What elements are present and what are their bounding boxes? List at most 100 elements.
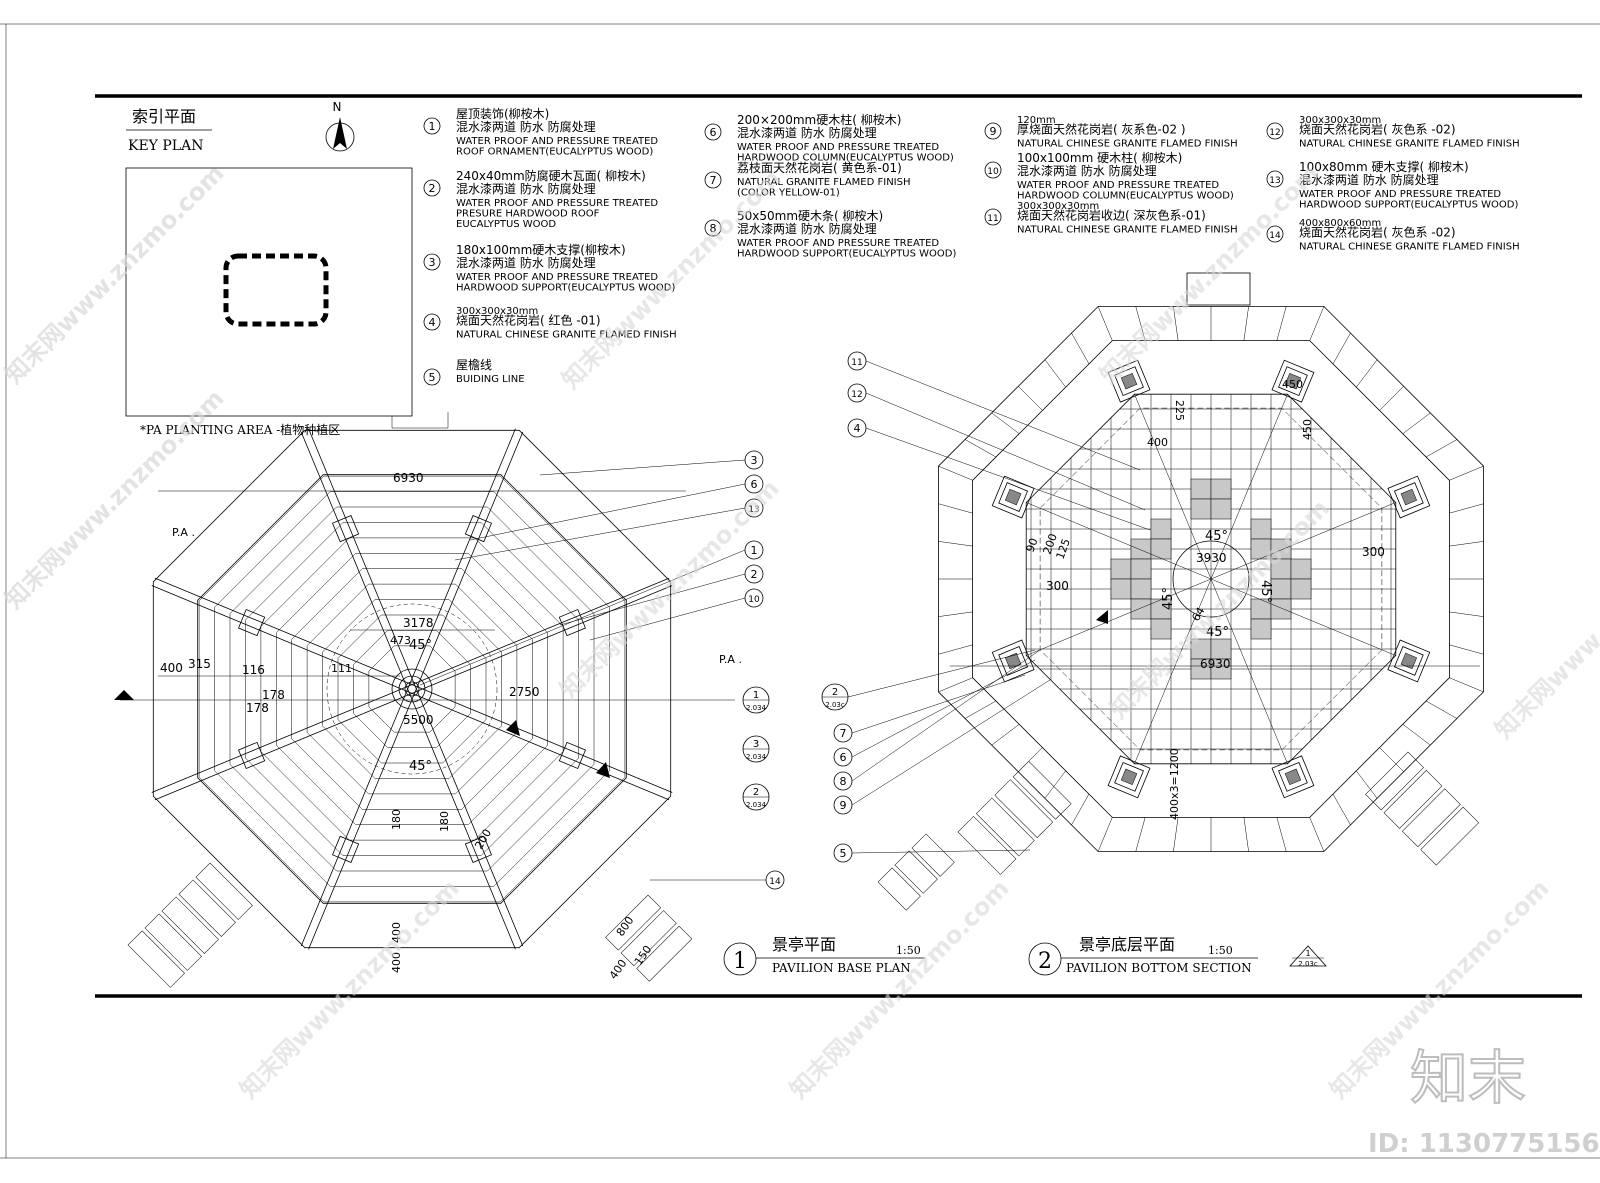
- callout-6: 6: [833, 659, 1036, 767]
- note-line: WATER PROOF AND PRESSURE TREATED: [1017, 180, 1219, 191]
- roof-ridge-line: [407, 690, 516, 950]
- note-line: HARDWOOD SUPPORT(EUCALYPTUS WOOD): [1299, 200, 1518, 211]
- svg-text:1: 1: [1305, 949, 1310, 958]
- column-base: [1107, 359, 1151, 403]
- dim-400-c: 400: [607, 957, 630, 982]
- roof-ornament: [391, 668, 433, 710]
- roof-ridge-line: [410, 577, 670, 686]
- svg-text:6: 6: [751, 478, 758, 491]
- note-number: 1: [429, 120, 436, 133]
- note-line: NATURAL CHINESE GRANITE FLAMED FINISH: [1299, 139, 1520, 150]
- key-plan-title-en: KEY PLAN: [128, 138, 203, 154]
- callout-13: 13: [454, 498, 764, 561]
- note-line: 混水漆两道 防水 防腐处理: [1017, 163, 1157, 178]
- column-base: [991, 475, 1035, 519]
- plan2-title-block: 2 景亭底层平面 1:50 PAVILION BOTTOM SECTION 1 …: [1028, 935, 1327, 976]
- column-base: [1271, 359, 1315, 403]
- note-number: 2: [429, 182, 436, 195]
- dim-111: 111: [331, 662, 352, 675]
- section-triangle-icon: 1 2.03c: [1289, 945, 1327, 968]
- roof-ridge-line: [300, 431, 409, 691]
- note-line: HARDWOOD SUPPORT(EUCALYPTUS WOOD): [737, 249, 956, 260]
- note-line: 烧面天然花岗岩( 灰色系 -02): [1299, 225, 1456, 240]
- note-line: 烧面天然花岗岩( 灰色系 -02): [1299, 122, 1456, 137]
- note-line: NATURAL GRANITE FLAMED FINISH: [737, 177, 911, 188]
- dim-200: 200: [472, 827, 494, 852]
- radial-line: [1210, 502, 1396, 580]
- column-square: [331, 515, 360, 543]
- note-line: 100x100mm 硬木柱( 柳桉木): [1017, 150, 1182, 165]
- note-line: 屋檐线: [456, 358, 492, 372]
- dim-180: 180: [390, 809, 403, 830]
- roof-slat-ring: [353, 630, 471, 748]
- dim-64: 64: [1189, 605, 1207, 624]
- plan2-number: 2: [1038, 949, 1052, 974]
- dim-2750: 2750: [509, 685, 540, 699]
- note-number-circle: [704, 123, 722, 141]
- svg-text:1: 1: [751, 544, 758, 557]
- dim-400-b: 400: [390, 952, 403, 973]
- svg-text:N: N: [333, 100, 342, 114]
- callout-6: 6: [469, 474, 764, 541]
- callout-2: 2: [559, 564, 764, 626]
- angle-arc: [326, 603, 498, 775]
- plan1-title-block: 1 景亭平面 1:50 PAVILION BASE PLAN: [723, 935, 925, 976]
- note-line: NATURAL CHINESE GRANITE FLAMED FINISH: [1299, 242, 1520, 253]
- level-mark-icon: [1096, 610, 1108, 624]
- note-number: 12: [1269, 128, 1280, 138]
- note-number: 13: [1269, 176, 1280, 186]
- note-line: 50x50mm硬木条( 柳桉木): [737, 208, 883, 223]
- roof-ornament: [398, 675, 426, 703]
- roof-slat-ring: [229, 506, 595, 872]
- dim-473: 473: [390, 634, 411, 647]
- watermark-text: 知末网www.znzmo.com: [554, 474, 784, 704]
- plan1-title-en: PAVILION BASE PLAN: [772, 961, 911, 975]
- roof-slat-ring: [368, 645, 456, 733]
- section-mark-icon: 12.034: [742, 686, 770, 714]
- roof-ridge-line: [154, 577, 414, 686]
- note-line: 屋顶装饰(柳桉木): [456, 106, 549, 121]
- watermark-text: 知末网www.znzmo.com: [0, 384, 230, 614]
- section-mark-icon: 22.03c: [821, 649, 1036, 711]
- roof-ridge-line: [415, 431, 524, 691]
- svg-text:2.034: 2.034: [746, 801, 767, 809]
- plan2-title-cn: 景亭底层平面: [1079, 935, 1175, 954]
- angle-45-b-left: 45°: [1161, 587, 1176, 610]
- dim-400-d: 400: [1147, 436, 1168, 449]
- svg-text:7: 7: [840, 727, 847, 740]
- roof-slat-ring: [276, 553, 548, 825]
- watermark-text: 知末网www.znzmo.com: [0, 159, 230, 389]
- note-number: 10: [987, 167, 999, 177]
- dim-116: 116: [242, 663, 265, 677]
- north-arrow-icon: N: [325, 100, 355, 152]
- plan2-title-en: PAVILION BOTTOM SECTION: [1066, 961, 1252, 975]
- sheet-frame: [0, 23, 1600, 1159]
- callout-5: 5: [833, 843, 1031, 863]
- dim-315: 315: [188, 657, 211, 671]
- roof-slat-ring: [322, 599, 502, 779]
- note-line: 180x100mm硬木支撑(柳桉木): [456, 242, 626, 257]
- callout-10: 10: [589, 588, 764, 641]
- note-line: WATER PROOF AND PRESSURE TREATED: [737, 142, 939, 153]
- note-number-circle: [1266, 170, 1284, 188]
- roof-ridge-line: [407, 428, 516, 688]
- column-base: [1107, 755, 1151, 799]
- plan2-tag-box: [1186, 272, 1251, 306]
- dim-5500: 5500: [403, 713, 434, 727]
- svg-text:11: 11: [851, 358, 862, 368]
- note-line: WATER PROOF AND PRESSURE TREATED: [737, 238, 939, 249]
- step-strips: [957, 760, 1072, 875]
- note-line: 混水漆两道 防水 防腐处理: [1299, 172, 1439, 187]
- note-number: 4: [429, 316, 436, 329]
- note-line: 混水漆两道 防水 防腐处理: [456, 181, 596, 196]
- level-mark-icon: [506, 720, 520, 736]
- note-number: 5: [429, 371, 436, 384]
- angle-45-b-right: 45°: [1258, 580, 1273, 603]
- roof-ridge-line: [151, 585, 411, 694]
- watermarks: 知末网www.znzmo.com 知末网www.znzmo.com 知末网www…: [0, 159, 1600, 1159]
